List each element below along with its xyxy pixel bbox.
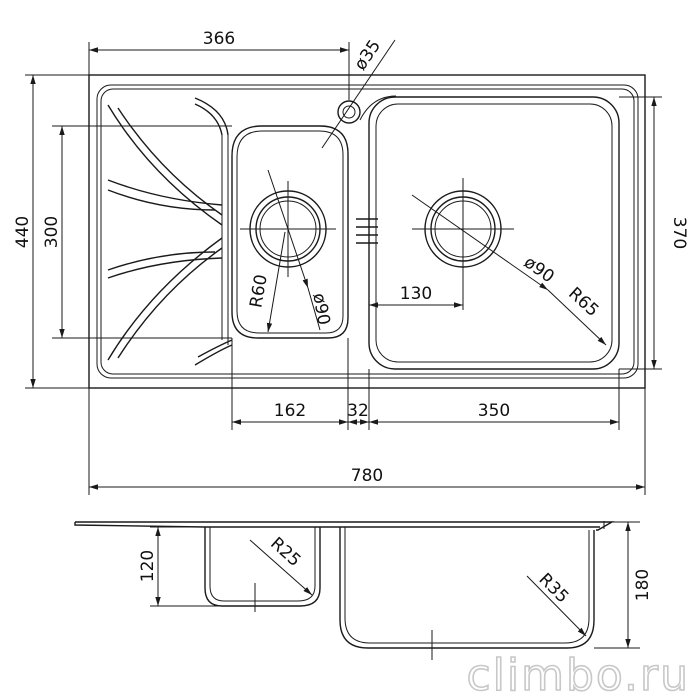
dim-r35: R35 [535,570,573,608]
side-view: 120 R25 R35 180 [74,521,653,660]
dim-370: 370 [669,217,689,249]
dim-120: 120 [138,550,158,582]
dim-780: 780 [351,466,383,486]
dim-366: 366 [203,29,235,49]
watermark: climbo.ru [466,650,690,700]
dim-300: 300 [42,216,62,248]
main-bowl-outline [368,96,620,370]
dim-162: 162 [274,401,306,421]
overflow-slots [356,218,378,244]
top-view: 366 ø35 440 300 370 130 ø90 R65 R60 ø90 … [13,29,689,495]
drainer-grooves [107,97,233,366]
dim-tap-hole: ø35 [351,36,386,74]
dim-130: 130 [400,284,432,304]
sink-outer-outline [88,74,646,389]
small-bowl-profile [204,527,321,607]
dim-main-radius: R65 [564,284,602,321]
main-bowl-drain [412,178,514,310]
dim-r25: R25 [266,534,304,571]
main-bowl-profile [339,527,595,649]
sink-inner-rim [96,84,639,379]
small-bowl-outline [231,125,349,339]
dim-180: 180 [633,569,653,601]
dim-small-radius: R60 [246,273,272,309]
dim-440: 440 [13,216,33,248]
tap-hole [337,100,361,124]
dim-350: 350 [478,401,510,421]
dim-small-drain: ø90 [308,292,333,327]
dim-32: 32 [347,401,369,421]
dim-main-drain: ø90 [520,253,558,288]
